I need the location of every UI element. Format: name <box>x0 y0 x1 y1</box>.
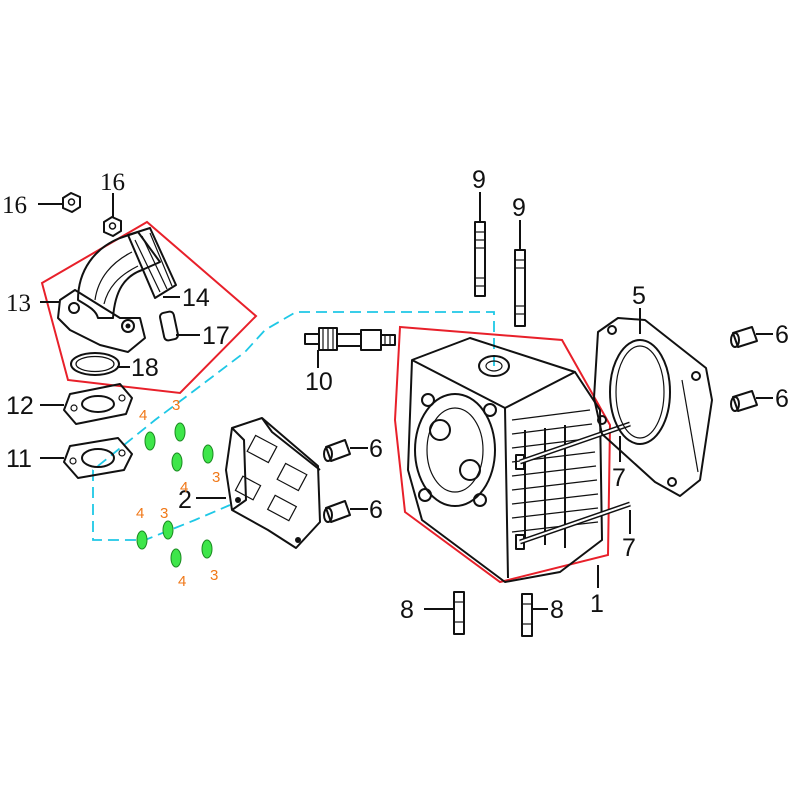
callout-4-d: 4 <box>178 573 186 590</box>
callout-3-c: 3 <box>160 505 168 522</box>
callout-12: 12 <box>6 392 34 420</box>
bolt-part-7-upper <box>519 421 631 465</box>
callout-5: 5 <box>632 282 646 310</box>
nut-part-16-top <box>103 193 122 238</box>
stud-part-8-right <box>521 593 548 637</box>
callout-6-c: 6 <box>775 321 789 349</box>
head-gasket-part-5 <box>593 308 713 497</box>
callout-4-c: 4 <box>136 505 144 522</box>
callout-7-lower: 7 <box>622 534 636 562</box>
callout-13: 13 <box>6 290 31 317</box>
callout-14: 14 <box>182 284 210 312</box>
nut-part-16-left <box>38 191 81 214</box>
callout-6-d: 6 <box>775 385 789 413</box>
callout-6-b: 6 <box>369 496 383 524</box>
stud-part-9-right <box>514 220 526 327</box>
dowel-pin-part-6-c <box>730 326 773 348</box>
gasket-part-11 <box>40 437 133 479</box>
callout-3-b: 3 <box>212 469 220 486</box>
callout-1: 1 <box>590 590 604 618</box>
callout-9-left: 9 <box>472 166 486 194</box>
callout-4-b: 4 <box>180 479 188 496</box>
dowel-pin-part-6-d <box>730 390 773 412</box>
callout-16-top: 16 <box>100 169 125 196</box>
callout-3-d: 3 <box>210 567 218 584</box>
washer-set-lower <box>136 520 213 568</box>
dowel-pin-part-6-a <box>323 439 368 462</box>
gasket-part-12 <box>40 383 133 425</box>
callout-8-right: 8 <box>550 596 564 624</box>
stud-part-8-left <box>424 591 465 635</box>
intake-manifold-part-13 <box>40 227 177 353</box>
o-ring-part-18 <box>70 352 130 376</box>
cylinder-head-part-1 <box>407 337 603 588</box>
spark-plug-part-10 <box>304 327 396 368</box>
callout-9-right: 9 <box>512 194 526 222</box>
cam-holder-part-2 <box>196 417 321 549</box>
dowel-pin-part-6-b <box>323 500 368 523</box>
callout-10: 10 <box>305 368 333 396</box>
callout-7-upper: 7 <box>612 464 626 492</box>
stud-part-9-left <box>474 192 486 297</box>
pin-part-17 <box>158 310 200 342</box>
callout-6-a: 6 <box>369 435 383 463</box>
bolt-part-7-lower <box>519 501 631 545</box>
callout-3-a: 3 <box>172 397 180 414</box>
callout-11: 11 <box>6 445 32 473</box>
callout-2: 2 <box>178 486 192 514</box>
callout-17: 17 <box>202 322 230 350</box>
callout-8-left: 8 <box>400 596 414 624</box>
callout-16-left: 16 <box>2 192 27 219</box>
cylinder-head-group-outline <box>393 325 612 584</box>
washer-set-upper <box>144 422 214 472</box>
intake-group-outline <box>40 220 258 395</box>
callout-18: 18 <box>131 354 159 382</box>
assembly-guide-line <box>92 311 495 541</box>
callout-4-a: 4 <box>139 407 147 424</box>
